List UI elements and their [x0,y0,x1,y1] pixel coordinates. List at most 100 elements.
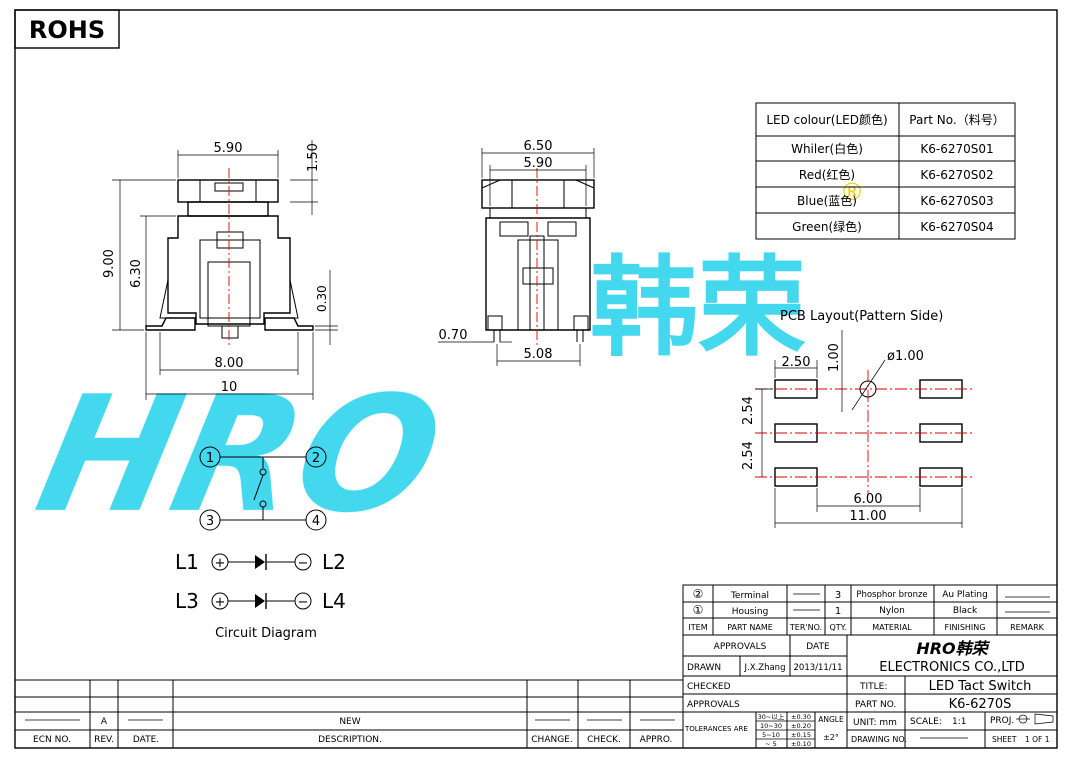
tb-date-header: DATE [806,642,830,652]
bom-item: ① [693,603,704,617]
tb-title: LED Tact Switch [929,679,1032,694]
tb-angle-label: ANGLE [818,715,844,724]
tb-drawing-no-label: DRAWING NO. [851,735,907,744]
front-view: 5.90 1.50 9.00 6.30 0.30 8.00 10 [102,140,338,400]
bom-table: ② Terminal 3 Phosphor bronze Au Plating … [682,584,1058,636]
led-table-header-colour: LED colour(LED颜色) [766,112,887,127]
rev-value: A [101,717,108,727]
circuit-plus: + [215,595,226,610]
led-table-cell: Red(红色) [799,167,855,182]
pcb-dim-outer-span: 11.00 [849,509,886,524]
dim-front-lead-span: 8.00 [215,356,244,371]
tb-tol-range: 10~30 [760,722,782,730]
circuit-minus: − [298,556,309,571]
pcb-dim-pitch-1: 2.54 [741,396,756,425]
bom-header-finishing: FINISHING [945,623,986,632]
circuit-node-2: 2 [312,451,320,466]
rohs-box [14,9,120,49]
side-view: 6.50 5.90 0.70 5.08 [438,139,595,366]
tb-unit: UNIT: mm [853,718,897,728]
rev-header-rev: REV. [94,735,114,745]
tb-angle-value: ±2° [823,733,839,742]
circuit-title: Circuit Diagram [215,626,317,641]
led-table-cell: Blue(蓝色) [797,194,857,208]
rev-header-date: DATE. [133,735,159,745]
revision-block: A NEW ECN NO. REV. DATE. DESCRIPTION. CH… [15,679,683,748]
led-table-cell: K6-6270S01 [920,142,993,156]
bom-item: ② [693,587,704,601]
tb-tol-value: ±0.30 [791,713,811,721]
circuit-diagram: 1 2 3 4 L1 + − L2 L3 + − L4 Circuit Diag… [175,446,346,641]
circuit-label-l1: L1 [175,550,199,574]
pcb-layout: PCB Layout(Pattern Side) 2.50 1.00 ø1.00… [741,309,975,528]
pcb-dim-hole: ø1.00 [887,349,924,364]
pcb-title: PCB Layout(Pattern Side) [780,309,943,324]
tb-sheet-label: SHEET [992,735,1017,744]
dim-side-pitch: 5.08 [524,347,553,362]
tb-tol-range: ~ 5 [765,740,777,748]
dim-side-lead-width: 0.70 [439,328,468,343]
rev-header-appro: APPRO. [640,735,673,745]
rev-header-ecn: ECN NO. [33,735,71,745]
tb-drawn-by: J.X.Zhang [744,663,786,673]
tb-title-label: TITLE: [859,682,887,692]
rohs-label: ROHS [29,16,105,44]
bom-finishing: Au Plating [942,590,988,600]
tb-proj-label: PROJ. [990,716,1014,726]
tb-approvals-header: APPROVALS [714,642,767,652]
dim-front-overall: 10 [221,380,238,395]
tb-logo: HRO韩荣 [916,639,990,658]
tb-tol-value: ±0.15 [791,731,811,739]
bom-part-name: Housing [732,607,769,617]
dim-front-cap-height: 1.50 [306,143,321,172]
circuit-plus: + [215,556,226,571]
led-table-cell: Whiler(白色) [791,141,863,156]
watermark-cjk: 韩荣 [590,246,806,371]
tb-company: ELECTRONICS CO.,LTD [879,660,1024,675]
circuit-label-l2: L2 [322,550,346,574]
led-table-header-part: Part No.（料号） [909,113,1004,127]
led-table: LED colour(LED颜色) Part No.（料号） Whiler(白色… [755,102,1016,240]
bom-material: Nylon [879,606,905,616]
bom-header-material: MATERIAL [872,623,912,632]
tb-tol-range: 30~以上 [758,712,785,721]
dim-front-top-width: 5.90 [214,141,243,156]
led-table-cell: Green(绿色) [792,219,862,234]
bom-finishing: Black [953,606,978,616]
circuit-label-l4: L4 [322,589,346,613]
dim-side-outer: 6.50 [524,139,553,154]
pcb-dim-offset: 1.00 [827,343,842,372]
dim-front-body-height: 6.30 [129,259,144,288]
tb-tolerances: TOLERANCES ARE [684,725,748,733]
watermark-registered: ® [840,178,864,206]
circuit-label-l3: L3 [175,589,199,613]
circuit-node-4: 4 [312,514,320,529]
bom-qty: 1 [835,606,841,617]
bom-header-remark: REMARK [1010,623,1045,632]
tb-part-no-label: PART NO. [855,700,896,710]
tb-scale-value: 1:1 [952,717,966,727]
bom-header-qty: QTY. [830,623,847,632]
led-table-cell: K6-6270S02 [920,168,993,182]
tb-scale-label: SCALE: [910,717,942,727]
bom-material: Phosphor bronze [856,590,927,600]
tb-tol-value: ±0.20 [791,722,811,730]
pcb-dim-inner-span: 6.00 [854,492,883,507]
tb-drawn-label: DRAWN [687,663,721,673]
pcb-dim-pitch-2: 2.54 [741,441,756,470]
led-table-cell: K6-6270S04 [920,220,993,234]
rev-header-change: CHANGE. [531,735,572,745]
watermark-latin: HRO [23,363,456,549]
tb-part-no: K6-6270S [949,697,1012,712]
title-block: APPROVALS DATE DRAWN J.X.Zhang 2013/11/1… [682,634,1058,749]
tb-tol-range: 5~10 [762,731,780,739]
circuit-node-1: 1 [206,451,214,466]
rev-description-value: NEW [339,717,360,727]
bom-header-part-name: PART NAME [727,623,773,632]
led-table-cell: K6-6270S03 [920,194,993,208]
watermark: HRO 韩荣 ® [23,178,864,549]
bom-header-item: ITEM [688,623,707,632]
dim-side-inner: 5.90 [524,156,553,171]
tb-drawn-date: 2013/11/11 [794,663,843,673]
